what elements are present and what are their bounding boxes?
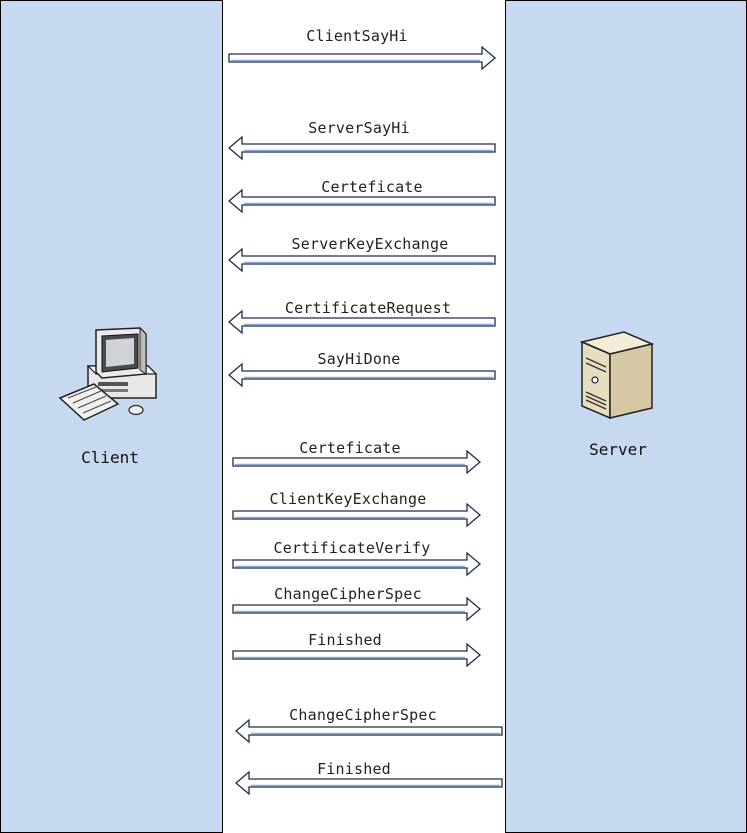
arrow-right-shape (233, 451, 480, 473)
arrow-left-shape (236, 720, 502, 742)
arrow-right-shape (233, 598, 480, 620)
arrow-left-icon (235, 771, 503, 795)
arrow-left-shape (229, 137, 495, 159)
arrow-right-icon (232, 597, 481, 621)
arrow-left-shape (229, 190, 495, 212)
arrow-left-shape (236, 772, 502, 794)
arrow-right-shape (229, 47, 495, 69)
message-label: ClientSayHi (306, 27, 408, 45)
message-label: ServerSayHi (308, 119, 410, 137)
arrow-left-icon (228, 310, 496, 334)
arrow-right-shape (233, 644, 480, 666)
server-icon (580, 322, 654, 422)
arrow-left-icon (228, 363, 496, 387)
arrow-left-icon (235, 719, 503, 743)
arrow-left-shape (229, 364, 495, 386)
arrow-left-shape (229, 249, 495, 271)
arrow-right-icon (228, 46, 496, 70)
server-label: Server (589, 440, 647, 459)
arrow-right-icon (232, 503, 481, 527)
arrow-right-shape (233, 553, 480, 575)
client-label: Client (81, 448, 139, 467)
arrow-left-shape (229, 311, 495, 333)
arrow-right-icon (232, 643, 481, 667)
arrow-right-shape (233, 504, 480, 526)
arrow-right-icon (232, 552, 481, 576)
arrow-left-icon (228, 189, 496, 213)
arrow-right-icon (232, 450, 481, 474)
arrow-left-icon (228, 136, 496, 160)
arrow-left-icon (228, 248, 496, 272)
computer-icon (58, 326, 160, 426)
